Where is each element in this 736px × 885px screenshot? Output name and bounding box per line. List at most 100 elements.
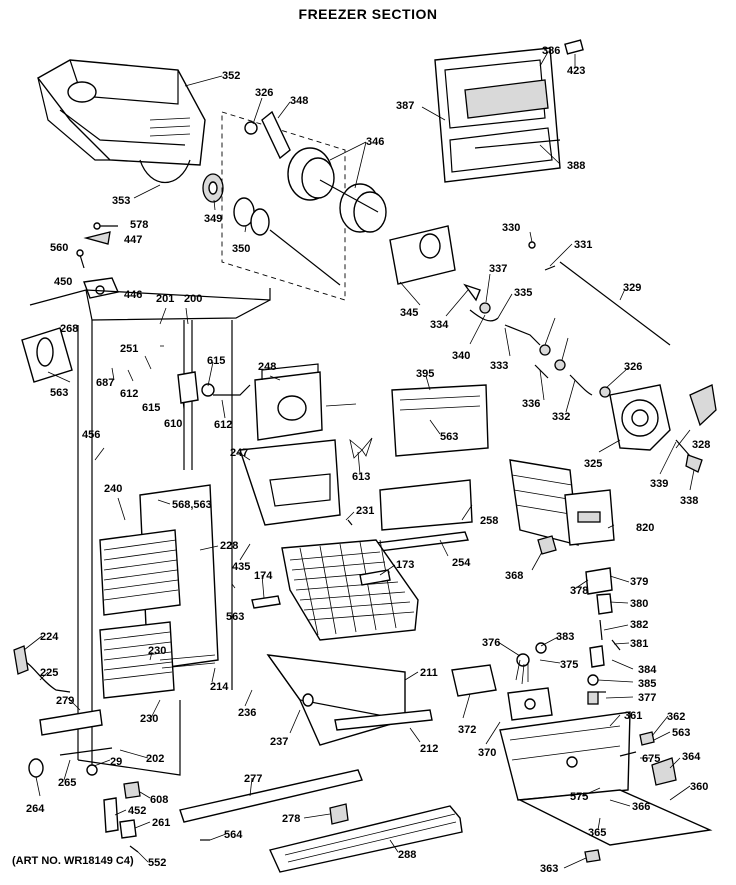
callout-578: 578 (130, 219, 148, 231)
callout-326a: 326 (255, 87, 273, 99)
callout-366: 366 (632, 801, 650, 813)
callout-278: 278 (282, 813, 300, 825)
callout-613: 613 (352, 471, 370, 483)
callout-335a: 335 (514, 287, 532, 299)
callout-386: 386 (542, 45, 560, 57)
callout-333: 333 (490, 360, 508, 372)
callout-378: 378 (570, 585, 588, 597)
callout-615a: 615 (207, 355, 225, 367)
callout-236: 236 (238, 707, 256, 719)
callout-368: 368 (505, 570, 523, 582)
callout-388: 388 (567, 160, 585, 172)
dispenser-motor-part (599, 384, 717, 473)
ice-bucket-part (36, 59, 206, 184)
callout-380: 380 (630, 598, 648, 610)
callout-225: 225 (40, 667, 58, 679)
callout-450: 450 (54, 276, 72, 288)
fan-cover-plate-part (389, 225, 456, 285)
callout-230a: 230 (148, 645, 166, 657)
callout-375: 375 (560, 659, 578, 671)
fan-motor-bracket-part (177, 363, 373, 526)
art-number: (ART NO. WR18149 C4) (12, 855, 134, 867)
callout-612a: 612 (120, 388, 138, 400)
callout-575: 575 (570, 791, 588, 803)
callout-447: 447 (124, 234, 142, 246)
dispenser-door-part (434, 39, 584, 183)
auger-blade-part (221, 110, 387, 301)
callout-240: 240 (104, 483, 122, 495)
callout-365: 365 (588, 827, 606, 839)
icemaker-part (509, 459, 615, 546)
small-hardware-parts (76, 222, 119, 299)
callout-247: 247 (230, 447, 248, 459)
callout-456: 456 (82, 429, 100, 441)
callout-254: 254 (452, 557, 471, 569)
callout-334: 334 (430, 319, 449, 331)
callout-452: 452 (128, 805, 146, 817)
callout-29: 29 (110, 756, 122, 768)
evaporator-part (99, 484, 219, 699)
water-valve-parts (515, 535, 621, 705)
callout-346: 346 (366, 136, 384, 148)
callout-230b: 230 (140, 713, 158, 725)
callout-268: 268 (60, 323, 78, 335)
wire-basket-part (251, 539, 419, 641)
callout-353: 353 (112, 195, 130, 207)
callout-608: 608 (150, 794, 168, 806)
callout-277: 277 (244, 773, 262, 785)
callout-381: 381 (630, 638, 648, 650)
callout-326b: 326 (624, 361, 642, 373)
callout-362: 362 (667, 711, 685, 723)
callout-338: 338 (680, 495, 698, 507)
callout-329: 329 (623, 282, 641, 294)
mounting-bracket-part (499, 711, 713, 863)
callout-382: 382 (630, 619, 648, 631)
callout-331: 331 (574, 239, 592, 251)
callout-383: 383 (556, 631, 574, 643)
callout-325: 325 (584, 458, 602, 470)
callout-352: 352 (222, 70, 240, 82)
callout-363: 363 (540, 863, 558, 875)
callout-265: 265 (58, 777, 76, 789)
callout-615b: 615 (142, 402, 160, 414)
callout-385: 385 (638, 678, 656, 690)
callout-612b: 612 (214, 419, 232, 431)
dispenser-motor-housing-part (451, 664, 553, 721)
defrost-heater-part (13, 327, 103, 736)
callout-202: 202 (146, 753, 164, 765)
callout-364: 364 (682, 751, 701, 763)
callout-288: 288 (398, 849, 416, 861)
callout-563d: 563 (672, 727, 690, 739)
callout-340: 340 (452, 350, 470, 362)
toe-grille-rail-parts (28, 747, 463, 873)
freezer-liner-part (29, 288, 271, 776)
callout-349: 349 (204, 213, 222, 225)
callout-328: 328 (692, 439, 710, 451)
callout-395: 395 (416, 368, 434, 380)
callout-563b: 563 (440, 431, 458, 443)
callout-563c: 563 (226, 611, 244, 623)
callout-423: 423 (567, 65, 585, 77)
diagram-title: FREEZER SECTION (298, 6, 438, 22)
callout-174: 174 (254, 570, 273, 582)
callout-336: 336 (522, 398, 540, 410)
callout-376: 376 (482, 637, 500, 649)
actuator-linkage-part (463, 241, 671, 396)
callout-labels: 3523263483864233873883463533493505784475… (26, 45, 710, 875)
callout-330: 330 (502, 222, 520, 234)
callout-339: 339 (650, 478, 668, 490)
callout-563a: 563 (50, 387, 68, 399)
callout-552: 552 (148, 857, 166, 869)
leader-lines (23, 51, 695, 869)
callout-564: 564 (224, 829, 243, 841)
callout-264: 264 (26, 803, 45, 815)
ice-tray-part (266, 654, 433, 746)
callout-337a: 337 (489, 263, 507, 275)
callout-224: 224 (40, 631, 59, 643)
callout-446: 446 (124, 289, 142, 301)
auger-coupler-part (202, 173, 341, 286)
callout-279: 279 (56, 695, 74, 707)
control-board-part (391, 384, 489, 457)
